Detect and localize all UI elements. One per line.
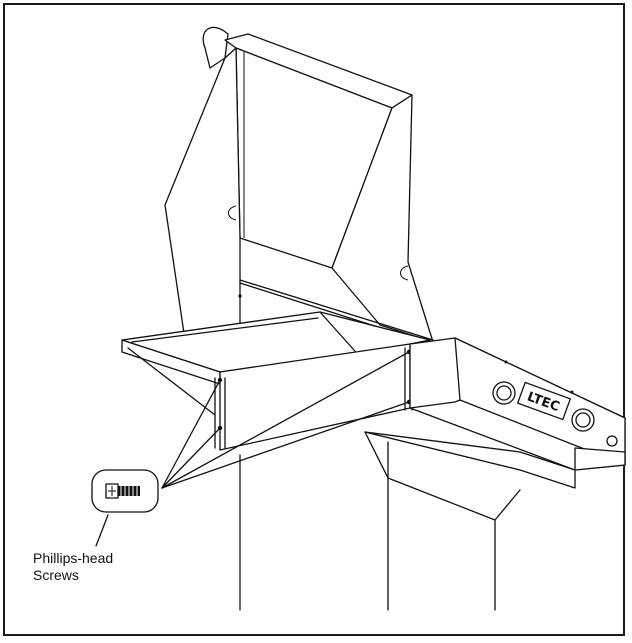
control-panel: LTEC (409, 337, 626, 471)
mounting-tray (121, 311, 431, 451)
callout-label-line2: Screws (33, 567, 79, 583)
callout-label-line1: Phillips-head (33, 550, 114, 566)
cabinet-pedestal (239, 431, 576, 611)
phillips-screw-callout (91, 469, 159, 513)
phillips-screw-icon (105, 483, 140, 499)
callout-label: Phillips-head Screws (33, 550, 113, 584)
upper-cabinet (164, 26, 434, 343)
callout-leader-lines (95, 351, 410, 547)
small-knob-icon (606, 435, 618, 447)
